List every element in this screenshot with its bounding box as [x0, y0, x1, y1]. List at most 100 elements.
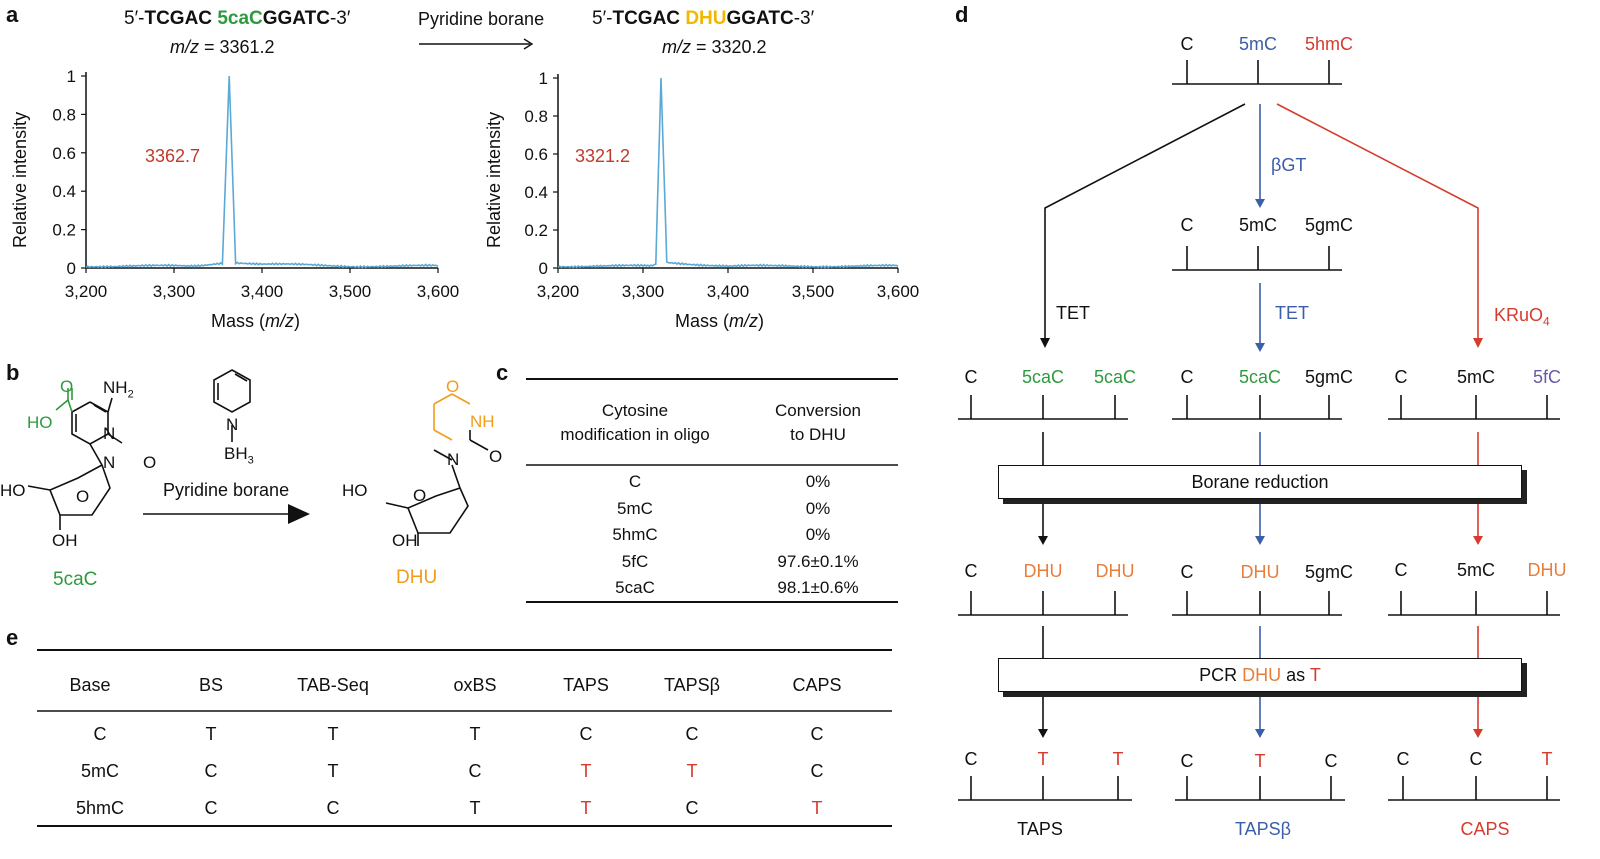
r3-right-label-1: 5mC	[1456, 367, 1496, 387]
method-label-2: CAPS	[1460, 819, 1510, 839]
table-e-cell: C	[326, 798, 340, 818]
mz2-label: m/z	[662, 37, 691, 57]
atom-dhu-ring-o: O	[413, 486, 427, 505]
xtick-label: 3,600	[417, 282, 460, 301]
atom-bh3: BH3	[224, 444, 254, 466]
atom-n3: N	[103, 424, 116, 443]
xlabel1-unit: m/z	[265, 311, 294, 331]
r5-mid-label-1: T	[1254, 751, 1266, 771]
r4-right-label-0: C	[1394, 560, 1408, 580]
xlabel1-prefix: Mass (	[211, 311, 265, 331]
atom-dhu-o4: O	[446, 377, 460, 396]
ytick-label: 0.4	[524, 183, 548, 202]
r3-mid-label-0: C	[1180, 367, 1194, 387]
branch-tet-left-head	[1040, 338, 1050, 348]
r5-right-label-2: T	[1541, 749, 1553, 769]
r4-mid-label-0: C	[1180, 562, 1194, 582]
xtick-label: 3,600	[877, 282, 920, 301]
r4-mid-label-1: DHU	[1240, 562, 1280, 582]
mid1-label-0: C	[1180, 215, 1194, 235]
r3-right-label-2: 5fC	[1532, 367, 1562, 387]
r5-right-label-1: C	[1469, 749, 1483, 769]
bgt-label: βGT	[1271, 155, 1307, 175]
branch-kruo4	[1276, 103, 1479, 346]
pyridine-borane-arrow-label: Pyridine borane	[418, 9, 545, 29]
label-dhu: DHU	[396, 567, 438, 588]
table-c-header-conversion: Conversion to DHU	[775, 401, 861, 444]
seq1-left: TCGAC	[144, 8, 213, 29]
ytick-label: 0	[539, 259, 548, 278]
table-e-cell: C	[685, 724, 699, 744]
ytick-label: 0.6	[524, 145, 548, 164]
xlabel2-suffix: )	[758, 311, 764, 331]
table-e-cell: T	[811, 798, 823, 818]
table-e-header-taps: TAPS	[563, 675, 609, 695]
panel-a-letter: a	[6, 2, 19, 27]
panel-b-letter: b	[6, 360, 20, 385]
top-label-2: 5hmC	[1304, 34, 1354, 54]
atom-ho-acid: HO	[27, 413, 53, 432]
ytick-label: 0.2	[524, 221, 548, 240]
reaction-reagent-label: Pyridine borane	[163, 480, 290, 500]
panel-e-letter: e	[6, 625, 19, 650]
sequence-dhu: 5′-TCGAC DHUGGATC-3′	[592, 8, 814, 30]
r3-mid-label-2: 5gmC	[1304, 367, 1354, 387]
r3-left-label-2: 5caC	[1093, 367, 1137, 387]
xtick-label: 3,400	[241, 282, 284, 301]
seq1-mod: 5caC	[217, 8, 263, 29]
atom-dhu-oh3: OH	[392, 531, 418, 550]
panel-d-letter: d	[955, 2, 969, 27]
ytick-label: 0.6	[52, 144, 76, 163]
pcr-t: T	[1309, 665, 1321, 685]
table-c-modification-cell: 5mC	[617, 498, 653, 518]
r5-left-label-0: C	[964, 749, 978, 769]
series-line-chart1	[85, 75, 439, 269]
seq1-prefix: 5′-	[124, 8, 145, 29]
r4-left-label-2: DHU	[1095, 561, 1135, 581]
mid1-label-2: 5gmC	[1304, 215, 1354, 235]
xtick-label: 3,300	[622, 282, 665, 301]
seq2-left: TCGAC	[612, 8, 681, 29]
table-c-header-modification: Cytosine modification in oligo	[560, 401, 710, 444]
table-e-cell: T	[205, 724, 217, 744]
table-c-modification-cell: 5hmC	[612, 525, 658, 544]
table-e-cell: C	[810, 724, 824, 744]
atom-dhu-ho5: HO	[342, 481, 368, 500]
arrow-tet-mid-head	[1255, 343, 1265, 352]
table-c-conversion-cell: 97.6±0.1%	[777, 551, 859, 571]
reaction-arrow-head	[288, 504, 310, 524]
xlabel-chart1: Mass (m/z)	[211, 311, 300, 332]
r4-left-label-1: DHU	[1023, 561, 1063, 581]
tet-left-label: TET	[1056, 303, 1090, 323]
mz1-label: m/z	[170, 37, 199, 57]
panel-c-letter: c	[496, 360, 509, 385]
r5-mid-label-0: C	[1180, 751, 1194, 771]
table-e-cell: T	[469, 724, 481, 744]
xtick-label: 3,500	[792, 282, 835, 301]
r4-left-label-0: C	[964, 561, 978, 581]
atom-n1: N	[103, 453, 116, 472]
pcr-dhu: DHU	[1242, 665, 1282, 685]
table-e-header-caps: CAPS	[792, 675, 842, 695]
pcr-box: PCR DHU as T	[998, 658, 1522, 692]
method-label-0: TAPS	[1017, 819, 1063, 839]
nh2-sub: 2	[127, 388, 134, 401]
pcr-text: PCR	[1199, 665, 1243, 685]
xtick-label: 3,400	[707, 282, 750, 301]
peak-label-chart1: 3362.7	[145, 146, 201, 166]
xlabel1-suffix: )	[294, 311, 300, 331]
series-line-chart2	[557, 77, 899, 269]
atom-o-acid: O	[60, 377, 74, 396]
branch-kruo4-head	[1473, 338, 1483, 348]
r5-right-label-0: C	[1396, 749, 1410, 769]
table-e-cell: C	[468, 761, 482, 781]
seq2-prefix: 5′-	[592, 8, 613, 29]
from-pcr-mid-head	[1255, 729, 1265, 738]
pcr-as: as	[1281, 665, 1310, 685]
table-e-cell: T	[580, 761, 592, 781]
xtick-label: 3,200	[537, 282, 580, 301]
